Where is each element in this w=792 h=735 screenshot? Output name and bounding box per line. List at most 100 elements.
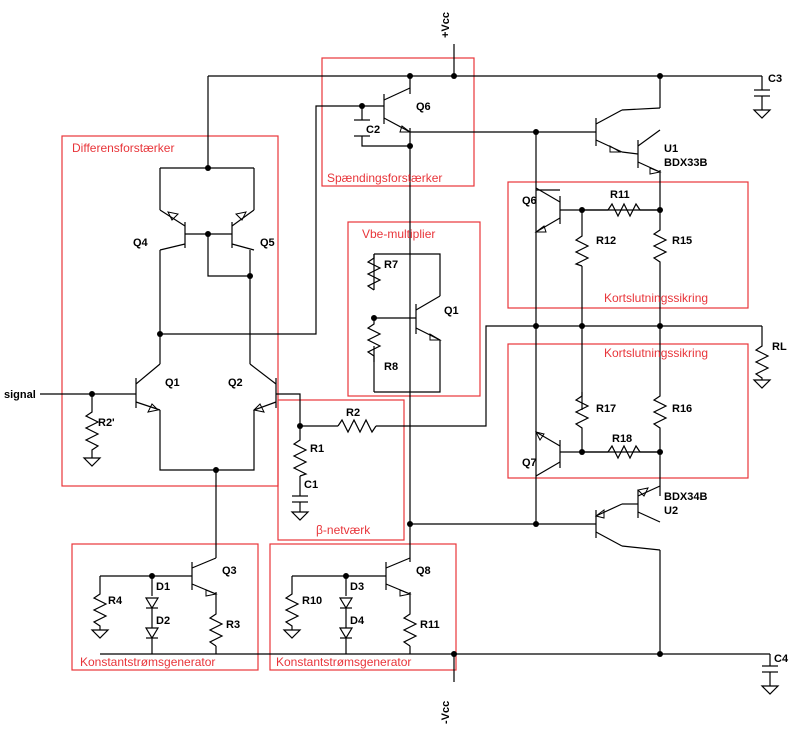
label-c1: C1	[304, 479, 318, 491]
box-beta-network	[277, 399, 405, 541]
label-r11-top: R11	[610, 189, 630, 201]
transistor-u2-darlington	[594, 485, 661, 551]
group-boxes	[61, 57, 749, 671]
label-c4: C4	[774, 653, 789, 665]
transistor-u1-darlington	[595, 107, 662, 175]
label-u2-part: BDX34B	[664, 491, 707, 503]
label-d1: D1	[156, 581, 170, 593]
capacitor-c3	[754, 89, 770, 110]
label-r3: R3	[226, 619, 240, 631]
transistor-q5	[231, 209, 255, 251]
label-q6-protect: Q6	[522, 195, 537, 207]
resistor-r10	[284, 590, 300, 630]
label-q7: Q7	[522, 457, 537, 469]
box-vbe-multiplier	[347, 221, 481, 397]
ground-c1	[290, 511, 310, 521]
label-r10: R10	[302, 595, 322, 607]
group-label-short1: Kortslutningssikring	[604, 291, 708, 305]
capacitors	[292, 89, 778, 686]
label-signal: signal	[4, 389, 36, 401]
ground-r4	[90, 629, 110, 639]
transistor-q6-vamp	[362, 87, 412, 133]
label-q5: Q5	[260, 237, 275, 249]
group-label-beta: β-netværk	[316, 523, 371, 537]
resistor-r15	[652, 216, 668, 266]
label-r8: R8	[384, 361, 398, 373]
label-d4: D4	[350, 615, 365, 627]
label-r18: R18	[612, 433, 632, 445]
group-label-cs1: Konstantstrømsgenerator	[80, 655, 215, 669]
box-current-source-1	[71, 543, 259, 671]
label-r2prime: R2'	[98, 417, 115, 429]
group-label-cs2: Konstantstrømsgenerator	[276, 655, 411, 669]
label-u1-part: BDX33B	[664, 157, 707, 169]
transistor-q4	[159, 209, 186, 251]
box-current-source-2	[269, 543, 457, 671]
group-label-vbe: Vbe-multiplier	[362, 227, 435, 241]
label-u2: U2	[664, 505, 678, 517]
box-short-protect-bottom	[507, 343, 749, 479]
label-q1-diff: Q1	[165, 377, 180, 389]
transistor-q1-vbe	[415, 295, 442, 341]
transistor-q8	[385, 557, 412, 597]
label-d2: D2	[156, 615, 170, 627]
capacitor-c2	[354, 119, 370, 137]
diode-d4	[338, 627, 354, 644]
junctions	[89, 73, 663, 657]
resistor-r11-top	[607, 202, 641, 218]
resistor-r2	[337, 418, 377, 434]
resistor-r2prime	[84, 408, 100, 454]
resistor-r3	[208, 610, 224, 647]
group-label-vamp: Spændingsforstærker	[327, 171, 442, 185]
diode-d1	[144, 597, 160, 628]
label-r17: R17	[596, 403, 616, 415]
label-neg-vcc: -Vcc	[440, 701, 452, 724]
group-label-diff: Differensforstærker	[72, 141, 174, 155]
ground-rl	[752, 379, 772, 389]
resistor-r17	[574, 392, 590, 452]
diode-d2	[144, 627, 160, 644]
box-differential	[61, 135, 279, 487]
capacitor-c1	[292, 495, 308, 512]
label-d3: D3	[350, 581, 364, 593]
label-rl: RL	[772, 341, 787, 353]
label-r7: R7	[384, 259, 398, 271]
label-c3: C3	[768, 73, 782, 85]
transistor-q2	[249, 363, 277, 413]
label-r1: R1	[310, 443, 324, 455]
transistor-q7	[535, 431, 582, 477]
label-r2: R2	[346, 407, 360, 419]
resistor-rl	[754, 342, 770, 380]
resistor-r18	[607, 444, 641, 460]
wires	[40, 44, 771, 682]
label-u1: U1	[664, 143, 678, 155]
ground-c3	[752, 109, 772, 119]
box-voltage-amp	[321, 57, 475, 187]
ground-c4	[760, 685, 780, 695]
diodes	[144, 597, 354, 644]
box-short-protect-top	[507, 181, 749, 309]
resistor-r11-bottom	[402, 610, 418, 647]
label-r16: R16	[672, 403, 692, 415]
transistor-q6-protect	[534, 187, 582, 233]
resistor-r7	[366, 254, 382, 291]
resistor-r16	[652, 390, 668, 436]
label-pos-vcc: +Vcc	[440, 12, 452, 38]
label-q6-vamp: Q6	[416, 101, 431, 113]
resistor-r1	[292, 436, 308, 477]
label-r15: R15	[672, 235, 692, 247]
labels: +Vcc -Vcc signal Differensforstærker Spæ…	[4, 12, 789, 724]
grounds	[82, 109, 780, 695]
label-q3: Q3	[222, 565, 237, 577]
ground-r2prime	[82, 454, 102, 467]
label-c2: C2	[366, 124, 380, 136]
label-r12: R12	[596, 235, 616, 247]
resistor-r4	[92, 590, 108, 630]
label-r11-bottom: R11	[420, 619, 440, 631]
ground-r10	[282, 629, 302, 639]
capacitor-c4	[762, 665, 778, 686]
resistor-r8	[366, 318, 382, 362]
label-q8: Q8	[416, 565, 431, 577]
label-q1-vbe: Q1	[444, 305, 459, 317]
